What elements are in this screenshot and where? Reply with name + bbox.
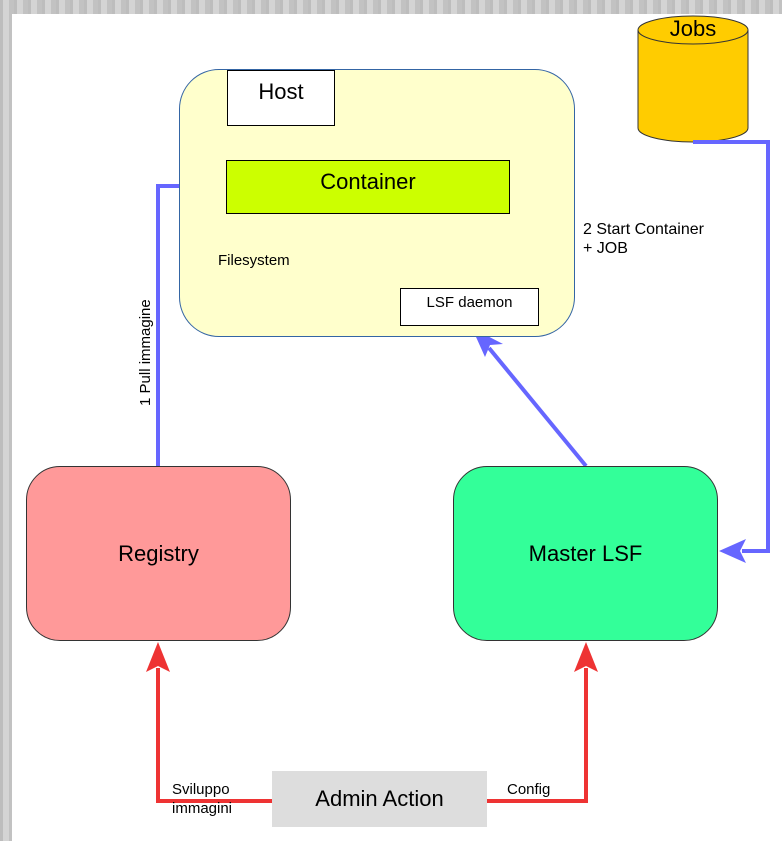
jobs-label: Jobs <box>669 16 717 41</box>
master-to-daemon-arrow <box>472 328 588 468</box>
host-label: Host <box>227 70 335 126</box>
lsf-daemon-node: LSF daemon <box>400 288 539 326</box>
sviluppo-line2: immagini <box>172 800 233 817</box>
registry-node: Registry <box>26 466 291 641</box>
config-arrow <box>487 642 598 803</box>
start-container-label: 2 Start Container + JOB <box>583 220 704 258</box>
sviluppo-line1: Sviluppo <box>172 781 230 798</box>
jobs-to-master-arrow <box>693 140 770 563</box>
sviluppo-arrow <box>146 642 272 803</box>
master-lsf-node: Master LSF <box>453 466 718 641</box>
container-node: Container <box>226 160 510 214</box>
start-container-line1: 2 Start Container <box>583 221 704 238</box>
config-label: Config <box>507 781 551 798</box>
sviluppo-label: Sviluppo immagini <box>172 780 232 818</box>
jobs-cylinder <box>637 15 749 143</box>
start-container-line2: + JOB <box>583 240 628 257</box>
admin-action-node: Admin Action <box>272 771 487 827</box>
filesystem-label: Filesystem <box>218 252 290 269</box>
pull-label: 1 Pull immagine <box>137 299 154 406</box>
